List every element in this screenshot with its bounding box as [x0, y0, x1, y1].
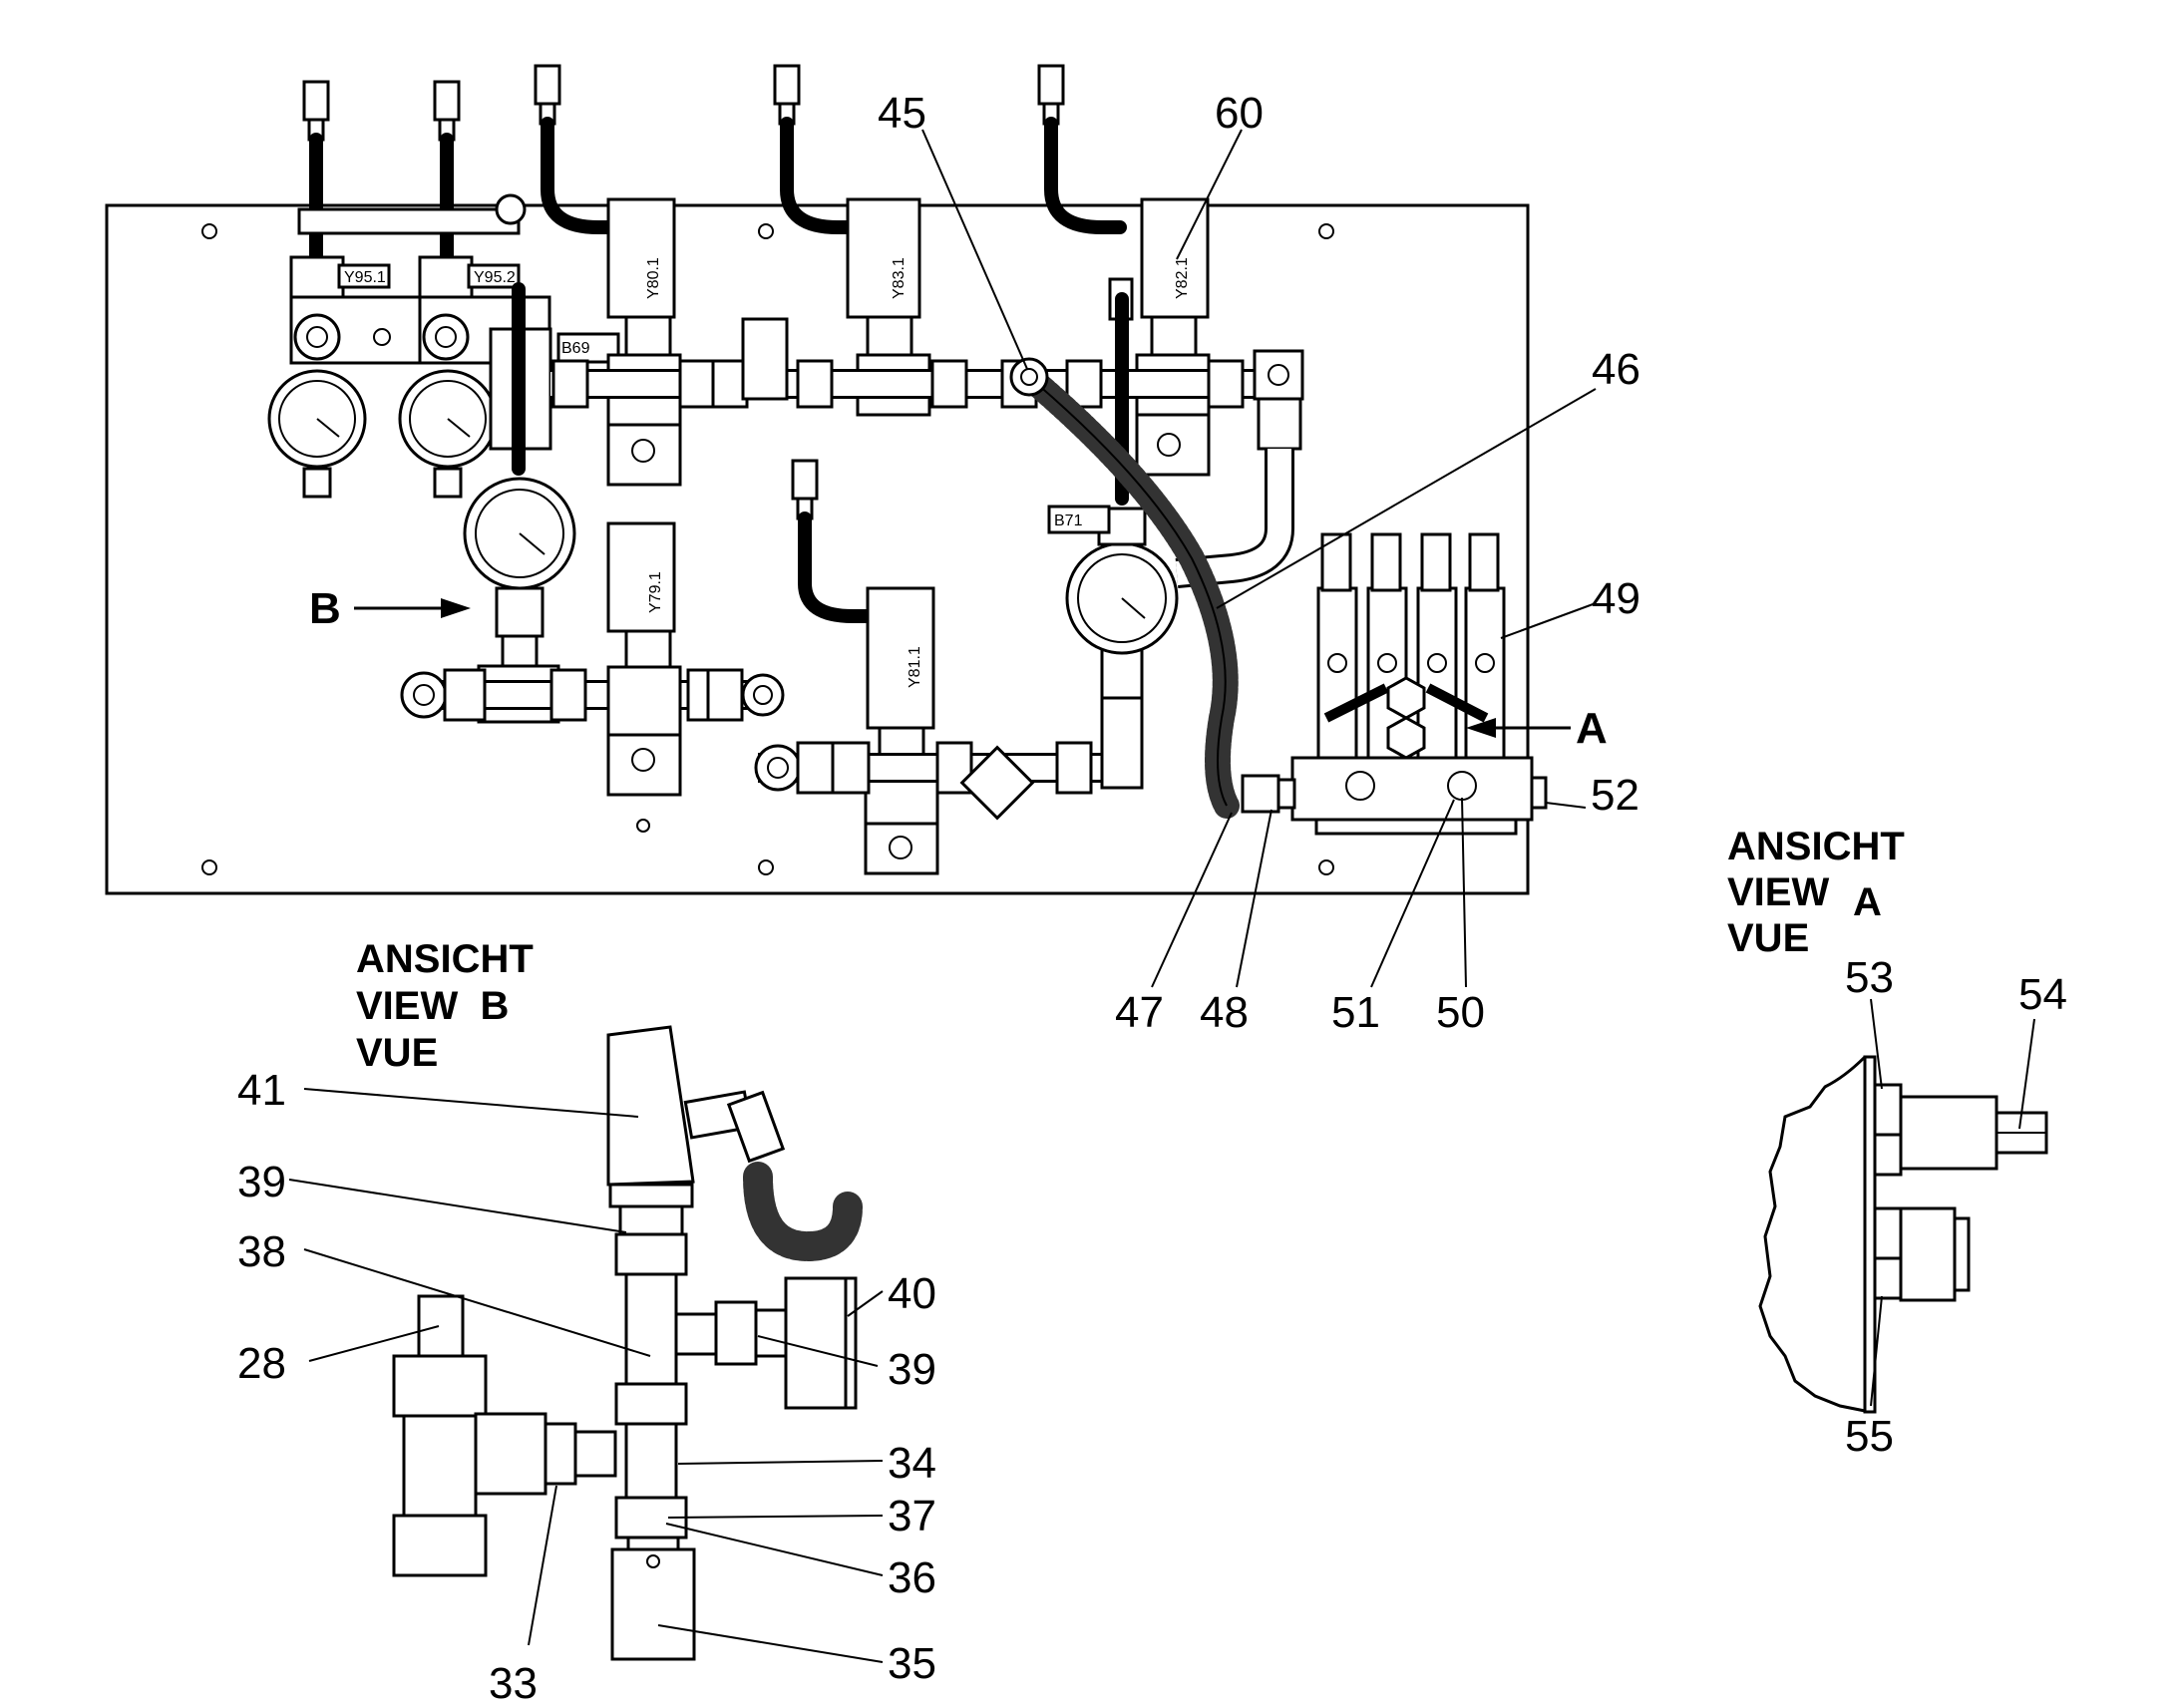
callout-37: 37 [888, 1492, 936, 1540]
callout-40: 40 [888, 1269, 936, 1318]
left-column-assembly: Y79.1 [400, 477, 785, 797]
tag-b69: B69 [561, 340, 590, 357]
connector-2 [433, 80, 461, 264]
valve-y82-1: Y82.1 [1108, 197, 1211, 477]
view-a-line-2: VIEW [1727, 870, 1829, 914]
callout-50: 50 [1436, 988, 1485, 1037]
callout-36: 36 [888, 1553, 936, 1602]
view-b-leaders [288, 1088, 884, 1663]
callout-48: 48 [1200, 988, 1249, 1037]
callout-41: 41 [237, 1066, 286, 1115]
callout-46: 46 [1592, 345, 1640, 394]
callout-60: 60 [1215, 89, 1264, 138]
valve-y83-1: Y83.1 [846, 197, 931, 417]
view-a-label: ANSICHT VIEW A VUE [1727, 825, 1905, 960]
callout-47: 47 [1115, 988, 1164, 1037]
valve-y80-1: Y80.1 [606, 197, 682, 487]
callout-38: 38 [237, 1227, 286, 1276]
pressure-reducer-group: Y95.1 Y95.2 B69 [267, 193, 620, 499]
callout-33: 33 [489, 1659, 538, 1708]
connector-1 [302, 80, 330, 264]
view-b-line-1: ANSICHT [356, 937, 534, 981]
valve-y81-1: Y81.1 [864, 586, 939, 875]
callout-39-lower: 39 [888, 1345, 936, 1394]
valve-y79-1: Y79.1 [606, 521, 682, 797]
view-a-callouts: 53 54 55 [1845, 953, 2067, 1461]
main-callouts: 45 60 46 49 A B 52 47 48 51 50 [309, 89, 1640, 1037]
mounting-panel [105, 203, 1530, 895]
braided-hose [1009, 357, 1240, 819]
tag-y95-1: Y95.1 [344, 269, 386, 286]
callout-b: B [309, 584, 341, 633]
callout-28: 28 [237, 1339, 286, 1388]
leader-lines [354, 129, 1597, 988]
callout-52: 52 [1591, 771, 1639, 820]
callout-39-upper: 39 [237, 1158, 286, 1206]
callout-35: 35 [888, 1639, 936, 1688]
callout-45: 45 [878, 89, 926, 138]
callout-34: 34 [888, 1439, 936, 1488]
tag-y83-1: Y83.1 [891, 257, 908, 299]
view-a-drawing [1758, 1055, 2048, 1414]
tag-y82-1: Y82.1 [1174, 257, 1191, 299]
callout-49: 49 [1592, 574, 1640, 623]
view-b-line-3: VUE [356, 1031, 438, 1075]
middle-lower-assembly: Y81.1 B71 [754, 292, 1179, 875]
view-a-line-1: ANSICHT [1727, 825, 1905, 868]
tag-y79-1: Y79.1 [647, 571, 664, 613]
connector-3 [534, 64, 623, 234]
callout-a: A [1576, 704, 1608, 753]
tag-y80-1: Y80.1 [645, 257, 662, 299]
callout-51: 51 [1331, 988, 1380, 1037]
view-b-line-2: VIEW B [356, 984, 509, 1028]
view-b-drawing [392, 1025, 863, 1661]
connector-6 [791, 459, 875, 623]
callout-53: 53 [1845, 953, 1894, 1002]
connector-5 [1037, 64, 1127, 234]
cable-connectors [302, 64, 1127, 623]
distributor-block [1241, 532, 1548, 836]
tag-b71: B71 [1054, 512, 1083, 529]
view-a-letter: A [1853, 880, 1882, 924]
tag-y81-1: Y81.1 [907, 646, 923, 688]
callout-54: 54 [2018, 970, 2067, 1019]
view-b-label: ANSICHT VIEW B VUE [356, 937, 534, 1075]
tag-y95-2: Y95.2 [474, 269, 516, 286]
view-a-line-3: VUE [1727, 916, 1809, 960]
solenoid-valves-top: Y80.1 Y83.1 Y82.1 [550, 197, 1304, 588]
connector-4 [773, 64, 863, 234]
callout-55: 55 [1845, 1412, 1894, 1461]
view-b-callouts: 41 39 38 40 28 39 34 37 36 35 33 [237, 1066, 936, 1708]
view-a-leaders [1870, 998, 2035, 1407]
